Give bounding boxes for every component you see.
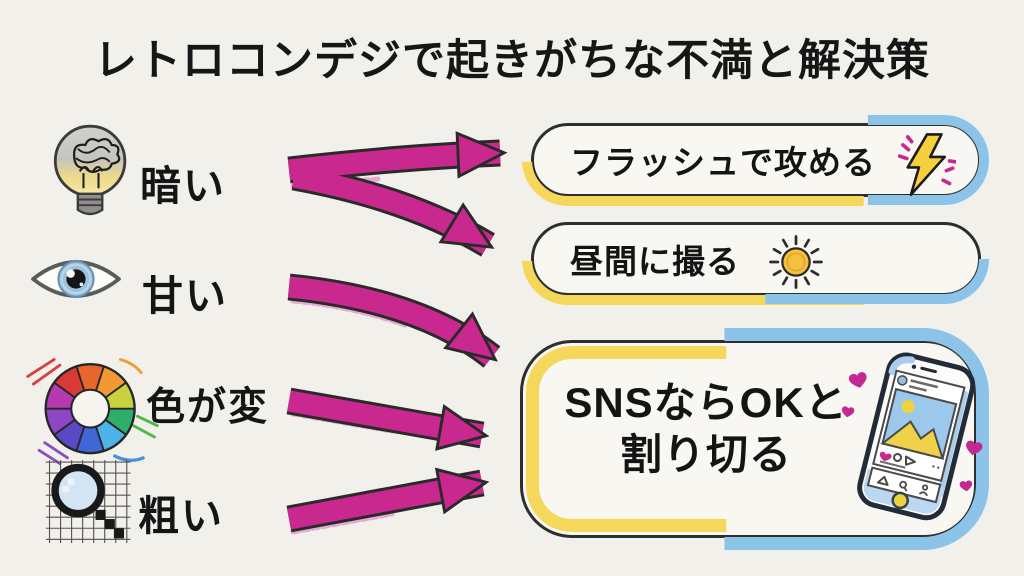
eye-icon — [31, 260, 121, 298]
arrow-grainy-to-sns — [287, 483, 482, 530]
sns-hearts — [841, 372, 983, 492]
lightbulb-icon — [53, 124, 127, 216]
color-wheel-icon — [26, 358, 159, 465]
arrow-soft-to-sns — [287, 276, 499, 366]
complaint-label-color: 色が変 — [146, 386, 270, 429]
solution-label-daytime: 昼間に撮る — [570, 243, 740, 280]
spark-dashes — [898, 135, 956, 186]
lightning-bolt-icon — [898, 133, 956, 197]
arrow-dark-to-daytime — [292, 166, 488, 254]
complaint-label-dark: 暗い — [140, 163, 226, 209]
solution-box-flash: フラッシュで攻める — [531, 123, 981, 197]
sun-rays — [769, 235, 823, 289]
complaint-label-grainy: 粗い — [138, 493, 224, 539]
smartphone-sns-icon — [841, 352, 983, 521]
color-wheel-scribbles — [26, 358, 159, 465]
pixel-magnifier-icon — [45, 460, 131, 543]
solution-box-daytime: 昼間に撮る — [531, 222, 981, 296]
solution-box-sns: SNSならOKと 割り切る — [520, 340, 983, 538]
infographic-title: レトロコンデジで起きがちな不満と解決策 — [94, 37, 930, 85]
solution-label-sns-line1: SNSならOKと — [564, 379, 848, 426]
arrow-color-to-sns — [287, 390, 482, 435]
solution-label-sns: SNSならOKと 割り切る — [551, 377, 861, 481]
solution-label-flash: フラッシュで攻める — [570, 144, 876, 181]
arrow-dark-to-flash — [287, 153, 500, 181]
arrow-hatch-shadows — [290, 176, 408, 535]
solution-label-sns-line2: 割り切る — [619, 431, 792, 478]
sun-icon — [769, 235, 823, 289]
complaint-label-soft: 甘い — [142, 273, 228, 319]
